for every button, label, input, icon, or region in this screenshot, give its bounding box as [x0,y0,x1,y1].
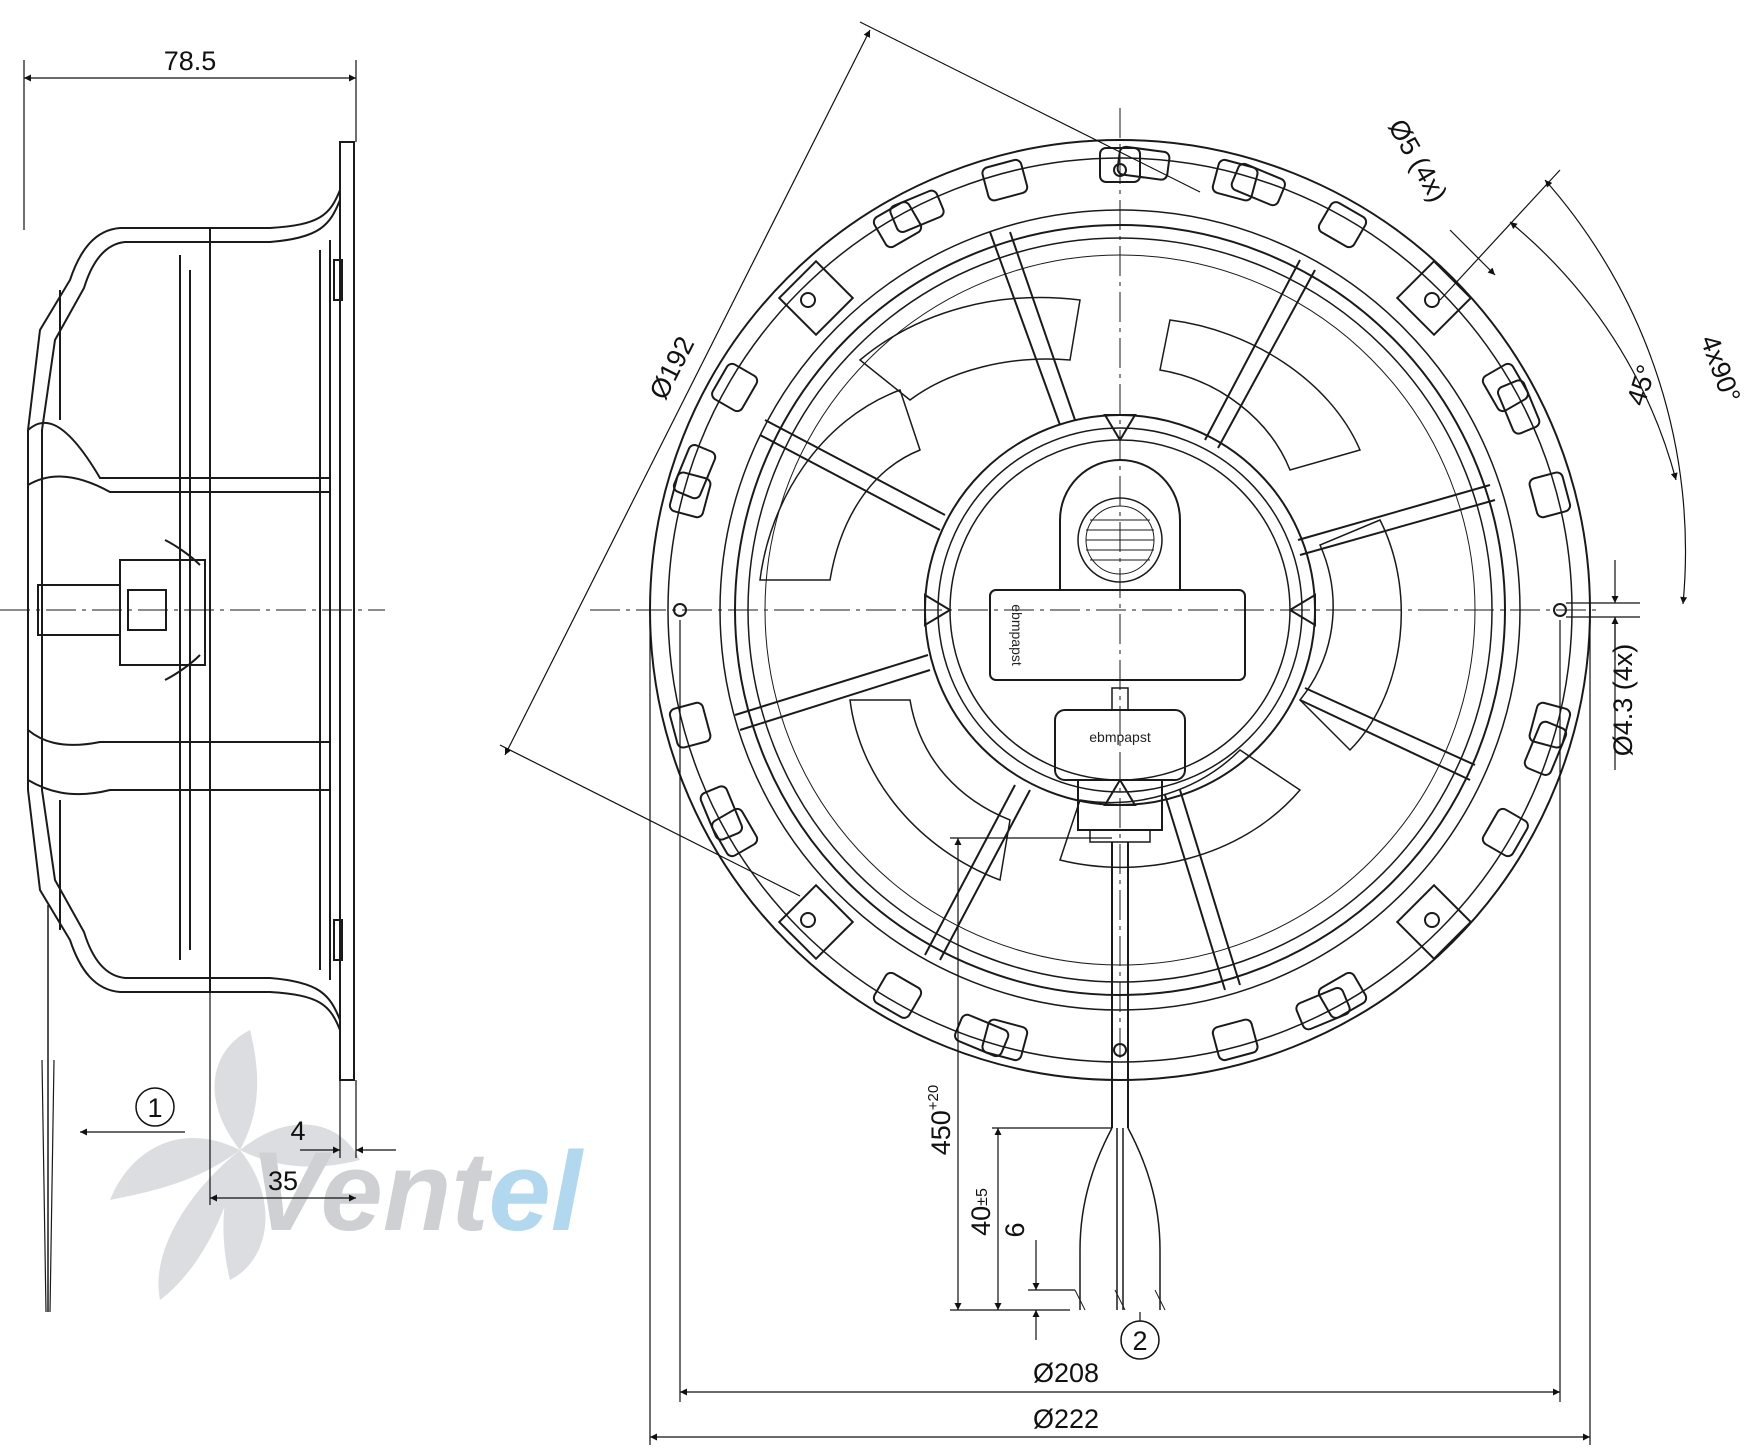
side-view [0,141,385,1313]
fan-logo-icon [110,1030,360,1300]
side-hole-icon [1113,1043,1127,1057]
dim-strip-length-value: 40 [966,1206,996,1236]
dim-flange-offset: 35 [268,1166,298,1196]
callout-2-label: 2 [1132,1326,1147,1356]
side-hole-icon [1113,163,1127,177]
connector-brand-label: ebmpapst [1089,729,1151,745]
mount-hole-icon [800,912,816,928]
dim-cable-length-value: 450 [926,1110,956,1155]
dim-strip-tolerance: ±5 [974,1188,991,1206]
watermark: Ventel [110,1030,585,1300]
dim-inner-diameter: Ø192 [644,332,701,404]
mount-hole-icon [800,292,816,308]
dim-bolt-circle: Ø208 [1033,1358,1099,1388]
callout-1-label: 1 [147,1093,162,1123]
dim-cable-length: 450+20 [925,1085,956,1156]
dim-cable-tolerance: +20 [925,1085,942,1110]
watermark-accent: el [489,1129,585,1254]
dim-wire-end: 6 [1000,1222,1030,1237]
callout-1: 1 [135,1087,175,1127]
callout-2: 2 [1120,1320,1160,1360]
side-hole-icon [1553,603,1567,617]
dim-strip-length: 40±5 [966,1188,996,1236]
impeller-blades [759,296,1402,882]
speaker-grille-icon [1086,519,1154,561]
mount-hole-icon [1424,912,1440,928]
mount-hole-icon [1424,292,1440,308]
dim-side-hole: Ø4.3 (4x) [1608,644,1638,757]
dim-outer-diameter: Ø222 [1033,1404,1099,1434]
dim-angle-45: 45° [1621,361,1662,409]
front-view [590,108,1600,1311]
dim-flange-thickness: 4 [290,1116,305,1146]
dim-depth: 78.5 [164,46,217,76]
hub-brand-label: ebmpapst [1009,604,1025,666]
dimension-lines [23,21,1688,1445]
dim-mount-hole: Ø5 (4x) [1382,114,1453,207]
watermark-text: Ventel [250,1129,585,1254]
dim-angle-4x90: 4x90° [1695,331,1747,406]
